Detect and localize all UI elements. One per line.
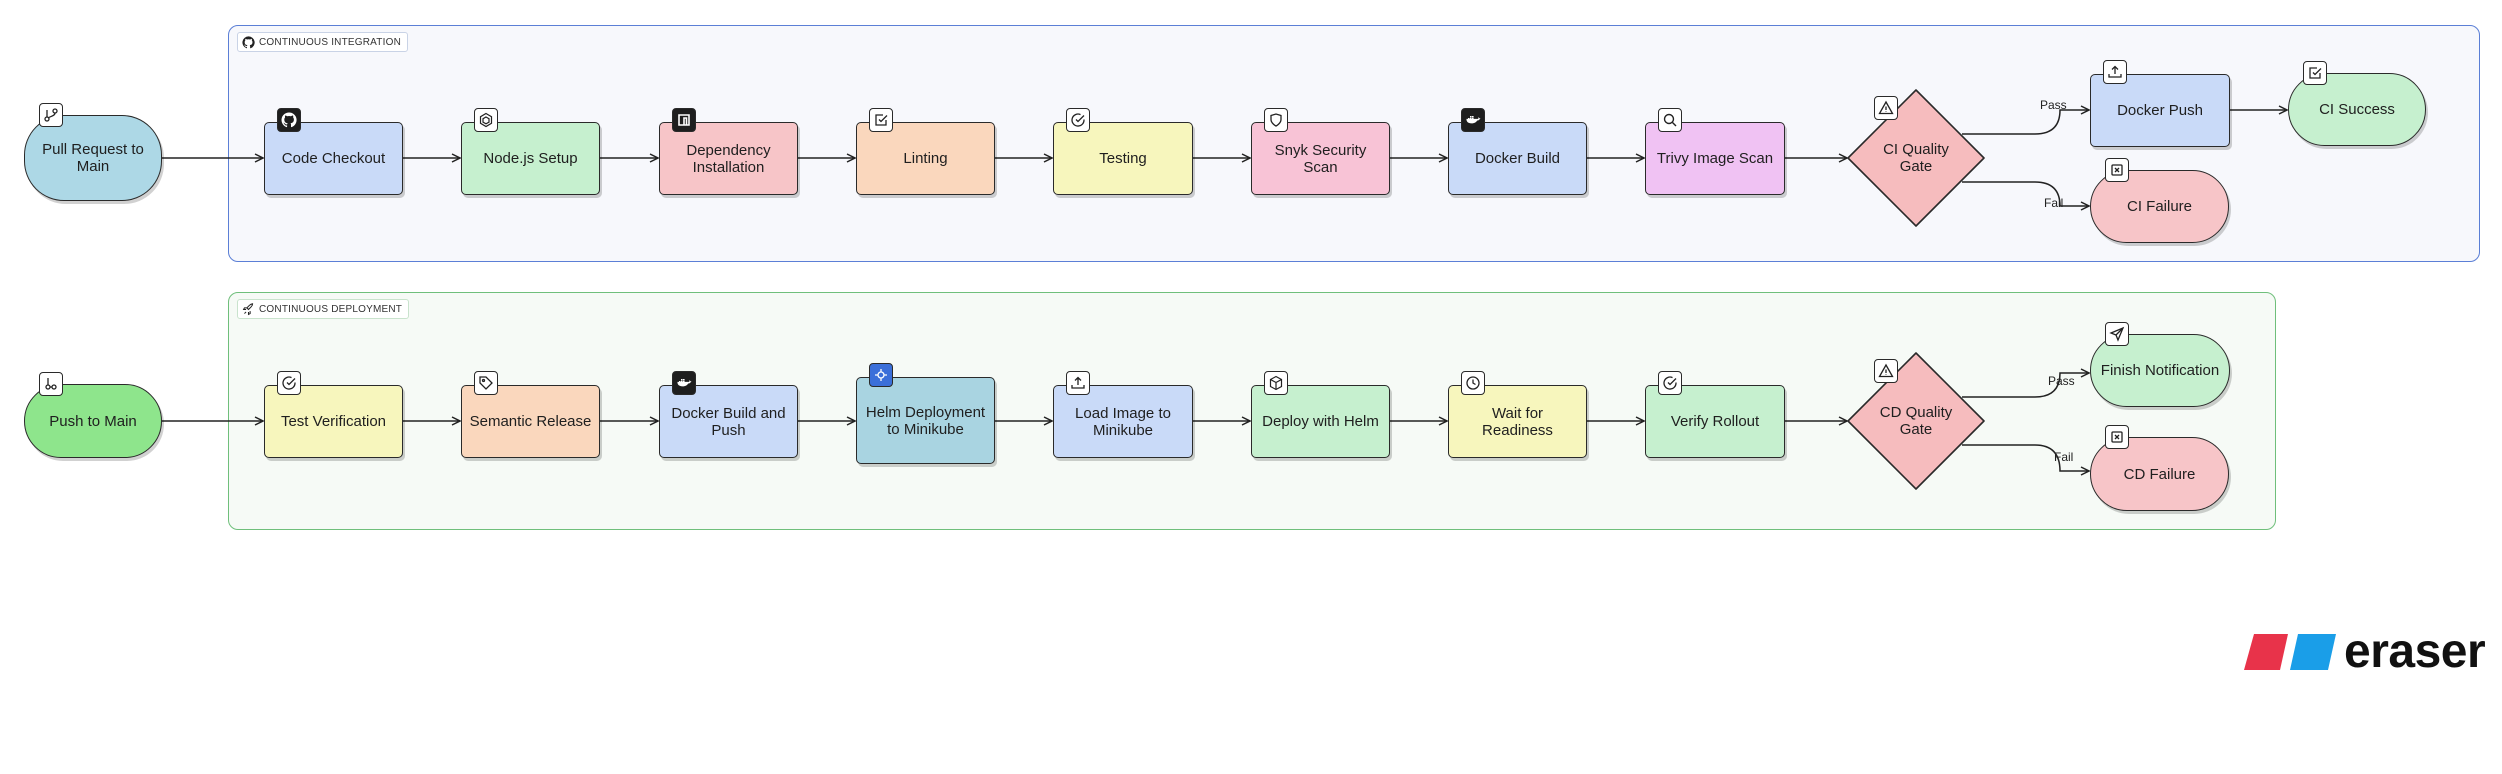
- nodejs-icon: [474, 108, 498, 132]
- ci-step-linting[interactable]: Linting: [856, 108, 995, 195]
- cd-finish-notification-label: Finish Notification: [2100, 362, 2220, 379]
- helm-icon: [869, 363, 893, 387]
- ci-step-label: Snyk Security Scan: [1274, 141, 1367, 176]
- start-node-ci[interactable]: Pull Request to Main: [24, 103, 162, 201]
- git-branch-icon: [39, 103, 63, 127]
- ci-step-nodejs-setup[interactable]: Node.js Setup: [461, 108, 600, 195]
- cd-step-wait-for-readiness[interactable]: Wait for Readiness: [1448, 371, 1587, 458]
- cd-step-label: Helm Deployment to Minikube: [865, 403, 986, 438]
- ci-quality-gate-label: CI Quality Gate: [1883, 141, 1949, 175]
- cd-step-label: Semantic Release: [469, 413, 592, 430]
- ci-group-title: CONTINUOUS INTEGRATION: [259, 36, 401, 48]
- cd-step-label: Load Image to Minikube: [1075, 404, 1171, 439]
- ci-step-dependency-installation[interactable]: Dependency Installation: [659, 108, 798, 195]
- rocket-icon: [242, 302, 254, 315]
- ci-docker-push[interactable]: Docker Push: [2090, 60, 2230, 147]
- github-icon: [242, 35, 255, 48]
- cd-step-label: Verify Rollout: [1670, 413, 1760, 430]
- check-circle-icon: [277, 371, 301, 395]
- cd-step-label: Deploy with Helm: [1262, 413, 1379, 430]
- github-icon: [277, 108, 301, 132]
- cd-step-verify-rollout[interactable]: Verify Rollout: [1645, 371, 1785, 458]
- cd-failure-label: CD Failure: [2123, 465, 2196, 483]
- edge-label-ci-fail: Fail: [2044, 196, 2064, 210]
- ci-group-label: CONTINUOUS INTEGRATION: [237, 32, 408, 52]
- ci-step-code-checkout[interactable]: Code Checkout: [264, 108, 403, 195]
- cd-finish-notification[interactable]: Finish Notification: [2090, 322, 2230, 407]
- ci-failure-label: CI Failure: [2126, 198, 2193, 215]
- x-square-icon: [2105, 425, 2129, 449]
- ci-step-label: Linting: [903, 150, 948, 167]
- check-circle-icon: [1066, 108, 1090, 132]
- upload-icon: [1066, 371, 1090, 395]
- cd-step-docker-build-and-push[interactable]: Docker Build and Push: [659, 371, 798, 458]
- ci-step-testing[interactable]: Testing: [1053, 108, 1193, 195]
- eraser-brand: eraser: [2244, 625, 2486, 678]
- cd-group-title: CONTINUOUS DEPLOYMENT: [259, 303, 403, 315]
- ci-failure[interactable]: CI Failure: [2090, 158, 2229, 243]
- start-node-cd[interactable]: Push to Main: [24, 372, 162, 458]
- ci-step-label: Testing: [1099, 150, 1147, 167]
- clock-icon: [1461, 371, 1485, 395]
- cd-step-label: Test Verification: [280, 413, 387, 430]
- edge-label-cd-pass: Pass: [2048, 374, 2075, 388]
- search-icon: [1658, 108, 1682, 132]
- cd-step-helm-deployment[interactable]: Helm Deployment to Minikube: [856, 363, 995, 464]
- ci-step-docker-build[interactable]: Docker Build: [1448, 108, 1587, 195]
- edge-label-ci-pass: Pass: [2040, 98, 2067, 112]
- shield-icon: [1264, 108, 1288, 132]
- cd-step-semantic-release[interactable]: Semantic Release: [461, 371, 600, 458]
- cd-quality-gate-label: CD Quality Gate: [1879, 404, 1953, 438]
- tag-icon: [474, 371, 498, 395]
- send-icon: [2105, 322, 2129, 346]
- cd-step-load-image[interactable]: Load Image to Minikube: [1053, 371, 1193, 458]
- check-circle-icon: [1658, 371, 1682, 395]
- ci-step-label: Trivy Image Scan: [1656, 150, 1774, 167]
- git-commit-icon: [39, 372, 63, 396]
- docker-icon: [672, 371, 696, 395]
- ci-step-label: Node.js Setup: [483, 150, 578, 167]
- cd-step-test-verification[interactable]: Test Verification: [264, 371, 403, 458]
- cd-failure[interactable]: CD Failure: [2090, 425, 2229, 511]
- alert-triangle-icon: [1874, 96, 1898, 120]
- package-icon: [1264, 371, 1288, 395]
- cd-step-label: Docker Build and Push: [671, 404, 786, 439]
- alert-triangle-icon: [1874, 359, 1898, 383]
- ci-docker-push-label: Docker Push: [2117, 102, 2203, 119]
- edge-label-cd-fail: Fail: [2054, 450, 2074, 464]
- ci-step-label: Code Checkout: [281, 150, 386, 167]
- upload-icon: [2103, 60, 2127, 84]
- ci-step-trivy-image-scan[interactable]: Trivy Image Scan: [1645, 108, 1785, 195]
- check-square-icon: [2303, 61, 2327, 85]
- cd-group-label: CONTINUOUS DEPLOYMENT: [237, 299, 410, 319]
- eraser-logo-icon: [2244, 634, 2336, 670]
- ci-quality-gate[interactable]: CI Quality Gate: [1846, 88, 1986, 228]
- cd-step-label: Wait for Readiness: [1482, 404, 1553, 439]
- x-square-icon: [2105, 158, 2129, 182]
- start-node-cd-label: Push to Main: [49, 412, 137, 430]
- docker-icon: [1461, 108, 1485, 132]
- ci-step-label: Docker Build: [1474, 150, 1561, 167]
- ci-step-label: Dependency Installation: [686, 141, 771, 176]
- start-node-ci-label: Pull Request to Main: [42, 141, 144, 175]
- npm-icon: [672, 108, 696, 132]
- brand-name: eraser: [2344, 625, 2486, 678]
- ci-success[interactable]: CI Success: [2288, 61, 2426, 146]
- cd-step-deploy-with-helm[interactable]: Deploy with Helm: [1251, 371, 1390, 458]
- check-square-icon: [869, 108, 893, 132]
- ci-step-snyk-security-scan[interactable]: Snyk Security Scan: [1251, 108, 1390, 195]
- ci-success-label: CI Success: [2319, 101, 2395, 118]
- cd-quality-gate[interactable]: CD Quality Gate: [1846, 351, 1986, 491]
